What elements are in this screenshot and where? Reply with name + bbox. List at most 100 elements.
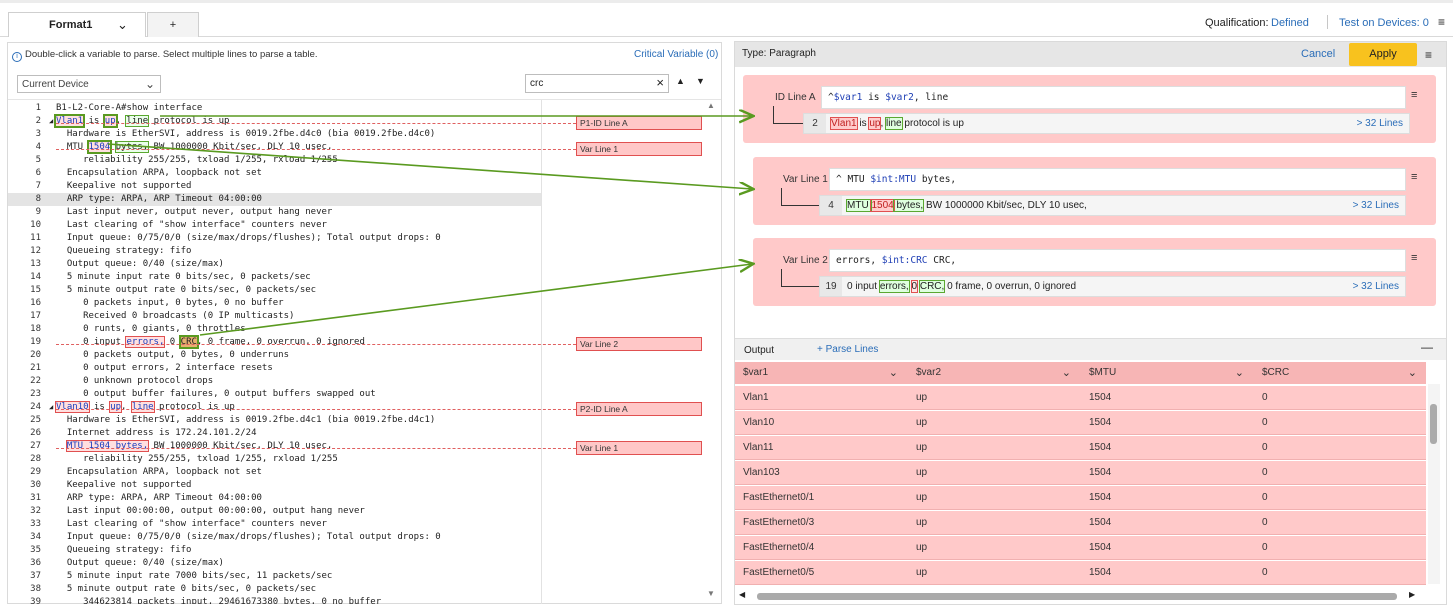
highlighted-token[interactable]: line <box>130 401 155 413</box>
code-line[interactable]: 3 Hardware is EtherSVI, address is 0019.… <box>8 128 541 141</box>
code-line[interactable]: 6 Encapsulation ARPA, loopback not set <box>8 167 541 180</box>
code-line[interactable]: 36 Output queue: 0/40 (size/max) <box>8 557 541 570</box>
code-line[interactable]: 21 0 output errors, 2 interface resets <box>8 362 541 375</box>
collapse-icon[interactable]: ◢ <box>49 117 54 125</box>
more-lines-link[interactable]: > 32 Lines <box>1352 281 1399 292</box>
more-lines-link[interactable]: > 32 Lines <box>1352 200 1399 211</box>
code-line[interactable]: 27 MTU 1504 bytes, BW 1000000 Kbit/sec, … <box>8 440 541 453</box>
code-line[interactable]: 35 Queueing strategy: fifo <box>8 544 541 557</box>
variable-marker[interactable]: P1-ID Line A <box>576 116 702 130</box>
next-match-button[interactable]: ▼ <box>696 76 705 86</box>
variable-marker[interactable]: Var Line 2 <box>576 337 702 351</box>
horizontal-scrollbar[interactable]: ◀ ▶ <box>735 590 1426 602</box>
device-select[interactable]: Current Device⌄ <box>17 75 161 93</box>
highlighted-token[interactable]: line <box>125 115 150 127</box>
code-line[interactable]: 28 reliability 255/255, txload 1/255, rx… <box>8 453 541 466</box>
code-line[interactable]: 38 5 minute output rate 0 bits/sec, 0 pa… <box>8 583 541 596</box>
chevron-down-icon[interactable]: ⌄ <box>888 367 898 379</box>
chevron-down-icon[interactable]: ⌄ <box>117 17 128 32</box>
highlighted-token[interactable]: Vlan10 <box>55 401 90 413</box>
code-line[interactable]: 19 0 input errors, 0 CRC, 0 frame, 0 ove… <box>8 335 541 349</box>
code-line[interactable]: 22 0 unknown protocol drops <box>8 375 541 388</box>
code-line[interactable]: 13 Output queue: 0/40 (size/max) <box>8 258 541 271</box>
menu-icon[interactable]: ≡ <box>1425 48 1433 62</box>
code-line[interactable]: 18 0 runts, 0 giants, 0 throttles <box>8 323 541 336</box>
card-menu-icon[interactable]: ≡ <box>1411 89 1418 101</box>
code-line[interactable]: 9 Last input never, output never, output… <box>8 206 541 219</box>
code-line[interactable]: 26 Internet address is 172.24.101.2/24 <box>8 427 541 440</box>
code-line[interactable]: 25 Hardware is EtherSVI, address is 0019… <box>8 414 541 427</box>
scrollbar-thumb[interactable] <box>1430 404 1437 444</box>
code-line[interactable]: 4 MTU 1504 bytes, BW 1000000 Kbit/sec, D… <box>8 140 541 154</box>
cancel-button[interactable]: Cancel <box>1301 48 1336 60</box>
code-line[interactable]: 10 Last clearing of "show interface" cou… <box>8 219 541 232</box>
highlighted-token[interactable]: up <box>109 401 123 413</box>
code-line[interactable]: 23 0 output buffer failures, 0 output bu… <box>8 388 541 401</box>
code-line[interactable]: 16 0 packets input, 0 bytes, 0 no buffer <box>8 297 541 310</box>
regex-expression-input[interactable]: ^$var1 is $var2, line <box>821 86 1406 109</box>
code-line[interactable]: 34 Input queue: 0/75/0/0 (size/max/drops… <box>8 531 541 544</box>
column-header[interactable]: $var1⌄ <box>743 362 908 384</box>
code-line[interactable]: 39 344623814 packets input, 29461673380 … <box>8 596 541 604</box>
code-line[interactable]: 15 5 minute output rate 0 bits/sec, 0 pa… <box>8 284 541 297</box>
code-line[interactable]: 7 Keepalive not supported <box>8 180 541 193</box>
highlighted-token[interactable]: Vlan1 <box>53 114 86 128</box>
previous-match-button[interactable]: ▲ <box>676 76 685 86</box>
column-header[interactable]: $MTU⌄ <box>1089 362 1254 384</box>
card-menu-icon[interactable]: ≡ <box>1411 252 1418 264</box>
column-header[interactable]: $CRC⌄ <box>1262 362 1427 384</box>
scroll-left-icon[interactable]: ◀ <box>739 590 746 599</box>
column-header[interactable]: $var2⌄ <box>916 362 1081 384</box>
scroll-up-icon[interactable]: ▲ <box>707 101 715 110</box>
search-input[interactable]: crc× <box>525 74 669 93</box>
code-line[interactable]: 17 Received 0 broadcasts (0 IP multicast… <box>8 310 541 323</box>
variable-marker[interactable]: P2-ID Line A <box>576 402 702 416</box>
code-line[interactable]: 30 Keepalive not supported <box>8 479 541 492</box>
code-line[interactable]: 31 ARP type: ARPA, ARP Timeout 04:00:00 <box>8 492 541 505</box>
code-line[interactable]: 12 Queueing strategy: fifo <box>8 245 541 258</box>
add-tab-button[interactable]: + <box>147 12 199 37</box>
close-icon[interactable]: × <box>656 75 664 90</box>
chevron-down-icon[interactable]: ⌄ <box>1407 367 1417 379</box>
code-line[interactable]: 37 5 minute input rate 7000 bits/sec, 11… <box>8 570 541 583</box>
more-lines-link[interactable]: > 32 Lines <box>1356 118 1403 129</box>
regex-expression-input[interactable]: ^ MTU $int:MTU bytes, <box>829 168 1406 191</box>
highlighted-token[interactable]: MTU 1504 bytes, <box>65 440 150 452</box>
highlighted-token[interactable]: errors, <box>125 336 166 348</box>
apply-button[interactable]: Apply <box>1349 43 1417 66</box>
card-menu-icon[interactable]: ≡ <box>1411 171 1418 183</box>
menu-icon[interactable]: ≡ <box>1438 15 1446 29</box>
test-on-devices-link[interactable]: Test on Devices: 0 <box>1339 17 1429 29</box>
code-line[interactable]: 33 Last clearing of "show interface" cou… <box>8 518 541 531</box>
code-line[interactable]: 5 reliability 255/255, txload 1/255, rxl… <box>8 154 541 167</box>
critical-variable-link[interactable]: Critical Variable (0) <box>634 49 719 60</box>
variable-marker[interactable]: Var Line 1 <box>576 441 702 455</box>
parse-lines-button[interactable]: + Parse Lines <box>817 344 879 355</box>
scroll-right-icon[interactable]: ▶ <box>1409 590 1416 599</box>
code-line[interactable]: 8 ARP type: ARPA, ARP Timeout 04:00:00 <box>8 193 541 206</box>
highlighted-token[interactable]: bytes, <box>114 141 150 153</box>
chevron-down-icon[interactable]: ⌄ <box>1234 367 1244 379</box>
chevron-down-icon[interactable]: ⌄ <box>1061 367 1071 379</box>
scroll-down-icon[interactable]: ▼ <box>707 589 715 598</box>
variable-marker[interactable]: Var Line 1 <box>576 142 702 156</box>
code-line[interactable]: 14 5 minute input rate 0 bits/sec, 0 pac… <box>8 271 541 284</box>
tab-format1[interactable]: Format1 ⌄ <box>8 12 146 37</box>
scrollbar-thumb[interactable] <box>757 593 1397 600</box>
regex-expression-input[interactable]: errors, $int:CRC CRC, <box>829 249 1406 272</box>
minimize-icon[interactable]: — <box>1421 340 1433 354</box>
code-line[interactable]: 29 Encapsulation ARPA, loopback not set <box>8 466 541 479</box>
vertical-scrollbar[interactable] <box>1428 384 1440 584</box>
